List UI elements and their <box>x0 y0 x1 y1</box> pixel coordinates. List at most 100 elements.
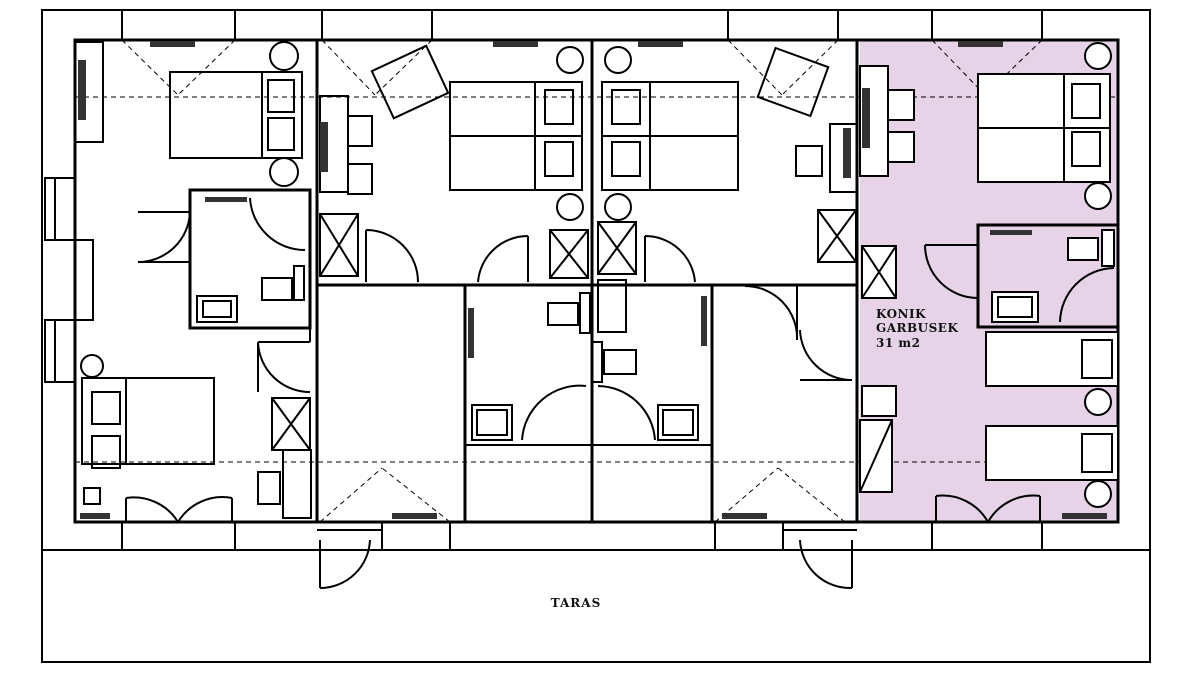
unit4-sink-basin <box>997 296 1033 318</box>
unit2-door-a <box>365 229 419 283</box>
unit3-pillow-1 <box>611 89 641 125</box>
unit4-chair-1 <box>887 89 915 121</box>
unit2-nightstand-1 <box>556 46 584 74</box>
unit3-toilet-tank <box>591 341 603 383</box>
unit4-french-doors <box>935 494 1041 523</box>
unit2-armchair <box>370 44 450 120</box>
west-window-bottom <box>44 319 76 383</box>
unit3-door-a <box>644 234 696 283</box>
unit1-toilet-tank <box>293 265 305 301</box>
unit1-bathroom-door <box>137 211 191 263</box>
unit2-sink-basin <box>476 409 508 436</box>
unit3-chair <box>795 145 823 177</box>
unit2-sink <box>471 404 513 441</box>
unit4-nightstand-1 <box>1084 42 1112 70</box>
bottom-window-4 <box>931 521 1043 551</box>
unit3-desk <box>829 123 858 193</box>
unit4-wardrobe-top-x <box>861 245 897 299</box>
unit2-wardrobe-left-x <box>319 213 359 277</box>
unit1-shower-door <box>249 197 306 252</box>
bottom-window-2 <box>381 521 451 551</box>
window-sills <box>78 41 1107 519</box>
unit4-pillow-1 <box>1071 83 1101 119</box>
unit1-bed-top <box>169 71 303 159</box>
top-window-1 <box>121 9 236 41</box>
unit3-door-b <box>744 285 799 341</box>
unit3-toilet <box>603 349 637 375</box>
unit3-wardrobe-right-x <box>817 209 857 263</box>
unit2-door-b <box>477 234 529 283</box>
unit3-wardrobe-left-x <box>597 221 637 275</box>
unit4-bathroom-door <box>924 244 979 299</box>
unit3-sink-basin <box>662 409 694 436</box>
unit2-shower-door <box>521 384 587 441</box>
unit2-chair-1 <box>347 115 373 147</box>
unit1-nightstand-1 <box>269 41 299 71</box>
unit3-wardrobe-right <box>817 209 857 263</box>
top-window-4 <box>931 9 1043 41</box>
unit4-nightstand-3 <box>1084 388 1112 416</box>
terrace-door-left <box>319 539 371 590</box>
unit1-bed-bottom <box>81 377 215 465</box>
unit3-sink <box>657 404 699 441</box>
unit1-desk <box>282 449 312 519</box>
unit4-single-bed-2-pillow <box>1081 433 1113 473</box>
unit1-pillow-1 <box>267 79 295 113</box>
unit1-bathroom <box>188 188 312 330</box>
unit3-pillow-2 <box>611 141 641 177</box>
unit2-chair-2 <box>347 163 373 195</box>
room-area: 31 m2 <box>876 336 920 350</box>
unit4-nightstand-2 <box>1084 182 1112 210</box>
unit1-sink-basin <box>202 300 232 318</box>
unit4-shower-door <box>1059 267 1115 323</box>
unit1-pillow-2 <box>267 117 295 151</box>
bottom-window-1 <box>121 521 236 551</box>
unit2-pillow-2 <box>544 141 574 177</box>
unit4-bathroom <box>976 223 1120 329</box>
unit4-nightstand-4 <box>1084 480 1112 508</box>
unit1-sink <box>196 295 238 323</box>
unit4-chair-2 <box>887 131 915 163</box>
unit3-armchair <box>756 46 830 118</box>
unit1-nightstand-2 <box>269 157 299 187</box>
unit1-chair <box>257 471 281 505</box>
unit3-wardrobe-left <box>597 221 637 275</box>
unit1-toilet <box>261 277 293 301</box>
terrace-door-right <box>799 539 853 590</box>
unit1-pillow-3 <box>91 391 121 425</box>
unit1-french-doors <box>125 496 233 523</box>
unit4-single-bed-1-pillow <box>1081 339 1113 379</box>
unit4-wardrobe-bottom-x <box>859 419 893 493</box>
unit1-entry-door <box>257 341 311 393</box>
unit1-bench <box>83 487 101 505</box>
unit3-nightstand-1 <box>604 46 632 74</box>
unit2-wardrobe-left <box>319 213 359 277</box>
unit3-shaft <box>597 279 627 333</box>
terrace-label: TARAS <box>551 596 602 610</box>
unit4-toilet-tank <box>1101 229 1115 267</box>
unit4-side-table <box>861 385 897 417</box>
unit3-nightstand-2 <box>604 193 632 221</box>
room-name-line2: GARBUSEK <box>876 321 958 335</box>
unit1-wardrobe-x <box>271 397 311 451</box>
west-pillar <box>74 239 94 321</box>
unit1-nightstand-3 <box>80 354 104 378</box>
unit2-nightstand-2 <box>556 193 584 221</box>
unit4-toilet <box>1067 237 1099 261</box>
top-window-2 <box>321 9 433 41</box>
room-name-line1: KONIK <box>876 307 926 321</box>
unit2-toilet-tank <box>579 292 591 334</box>
unit2-wardrobe-right-x <box>549 229 589 279</box>
unit2-pillow-1 <box>544 89 574 125</box>
unit2-toilet <box>547 302 579 326</box>
west-window-top <box>44 177 76 241</box>
bottom-window-3 <box>714 521 784 551</box>
unit4-pillow-2 <box>1071 131 1101 167</box>
unit3-door-c <box>799 329 853 381</box>
building-outline <box>41 9 1151 663</box>
unit2-wardrobe-right <box>549 229 589 279</box>
top-window-3 <box>727 9 839 41</box>
unit3-shower-door <box>597 385 656 441</box>
